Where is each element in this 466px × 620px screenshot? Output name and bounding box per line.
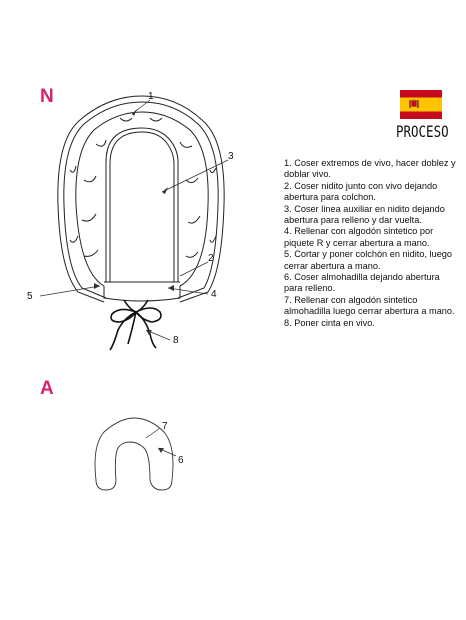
step-item: 7. Rellenar con algodón sintetico almoha… bbox=[284, 294, 455, 317]
step-item: 6. Coser almohadilla dejando abertura pa… bbox=[284, 272, 440, 294]
step-item: 5. Cortar y poner colchón en nidito, lue… bbox=[284, 249, 453, 271]
callout-4: 4 bbox=[211, 289, 217, 300]
step-item: 3. Coser linea auxiliar en nidito dejand… bbox=[284, 203, 445, 226]
section-letter-n: N bbox=[40, 86, 54, 107]
step-item: 4. Rellenar con algodón sintetico por pi… bbox=[284, 226, 434, 248]
step-item: 8. Poner cinta en vivo. bbox=[284, 317, 375, 328]
callout-arrowheads bbox=[94, 109, 174, 453]
ribbon-bow-drawing bbox=[109, 299, 162, 351]
pillow-drawing bbox=[94, 417, 174, 491]
callout-2: 2 bbox=[208, 253, 214, 264]
callout-8: 8 bbox=[173, 335, 179, 346]
callout-6: 6 bbox=[178, 455, 184, 466]
section-letter-a: A bbox=[40, 378, 54, 399]
baby-nest-drawing bbox=[57, 95, 225, 303]
step-item: 2. Coser nidito junto con vivo dejando a… bbox=[284, 180, 438, 203]
callout-leaders bbox=[39, 99, 229, 457]
callout-7: 7 bbox=[162, 421, 168, 432]
page-title: PROCESO bbox=[396, 122, 449, 141]
coat-of-arms-icon bbox=[409, 99, 419, 108]
callout-5: 5 bbox=[27, 291, 33, 302]
step-item: 1. Coser extremos de vivo, hacer doblez … bbox=[284, 158, 456, 180]
spain-flag-icon bbox=[400, 90, 442, 119]
process-steps-list: 1. Coser extremos de vivo, hacer doblez … bbox=[284, 158, 456, 329]
callout-1: 1 bbox=[148, 91, 154, 102]
callout-3: 3 bbox=[228, 151, 234, 162]
